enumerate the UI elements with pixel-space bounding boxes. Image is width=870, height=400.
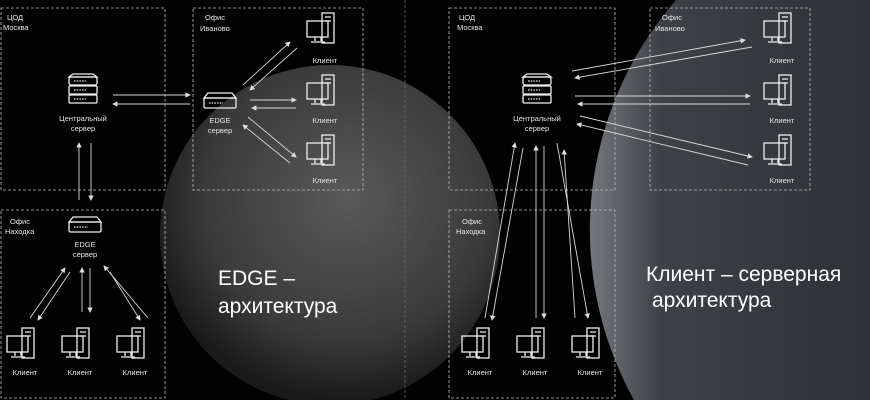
nakhodka-office-box	[448, 209, 616, 399]
moscow-dc-box	[448, 7, 616, 191]
nakhodka-label: Находка	[456, 227, 486, 236]
left-title: архитектура	[218, 295, 338, 318]
ivanovo-office-box	[649, 7, 811, 191]
client-label: Клиент	[313, 56, 338, 65]
ivanovo-label: Офис	[205, 13, 225, 22]
client-label: Клиент	[468, 368, 493, 377]
client-label: Клиент	[313, 176, 338, 185]
ivanovo-label: Офис	[662, 13, 682, 22]
client-label: Клиент	[313, 116, 338, 125]
left-edge-architecture: ЦОД Москва Центральный сервер Офис Ивано…	[0, 7, 364, 399]
edge-label: EDGE	[209, 116, 230, 125]
moscow-dc-box	[0, 7, 166, 191]
edge-label: сервер	[208, 126, 232, 135]
left-title: EDGE –	[218, 267, 295, 290]
nakhodka-label: Офис	[10, 217, 30, 226]
server-label: Центральный	[513, 114, 561, 123]
client-label: Клиент	[68, 368, 93, 377]
right-title: Клиент – серверная	[646, 263, 841, 286]
ivanovo-label: Иваново	[200, 24, 230, 33]
moscow-label: Москва	[3, 23, 29, 32]
edge-label: сервер	[73, 250, 97, 259]
moscow-label: ЦОД	[7, 13, 23, 22]
nakhodka-office-box	[0, 209, 166, 399]
server-label: Центральный	[59, 114, 107, 123]
right-client-server-architecture: ЦОД Москва Центральный сервер Офис Ивано…	[448, 7, 841, 399]
client-label: Клиент	[123, 368, 148, 377]
edge-label: EDGE	[74, 240, 95, 249]
client-label: Клиент	[770, 176, 795, 185]
client-label: Клиент	[13, 368, 38, 377]
ivanovo-office-box	[192, 7, 364, 191]
client-label: Клиент	[770, 56, 795, 65]
moscow-label: ЦОД	[459, 13, 475, 22]
client-label: Клиент	[578, 368, 603, 377]
client-label: Клиент	[523, 368, 548, 377]
right-title: архитектура	[652, 289, 772, 312]
nakhodka-label: Находка	[5, 227, 35, 236]
server-label: сервер	[71, 124, 95, 133]
nakhodka-label: Офис	[462, 217, 482, 226]
moon-left	[160, 65, 500, 400]
client-label: Клиент	[770, 116, 795, 125]
ivanovo-label: Иваново	[655, 24, 685, 33]
moon-right	[589, 0, 870, 400]
moscow-label: Москва	[457, 23, 483, 32]
server-label: сервер	[525, 124, 549, 133]
